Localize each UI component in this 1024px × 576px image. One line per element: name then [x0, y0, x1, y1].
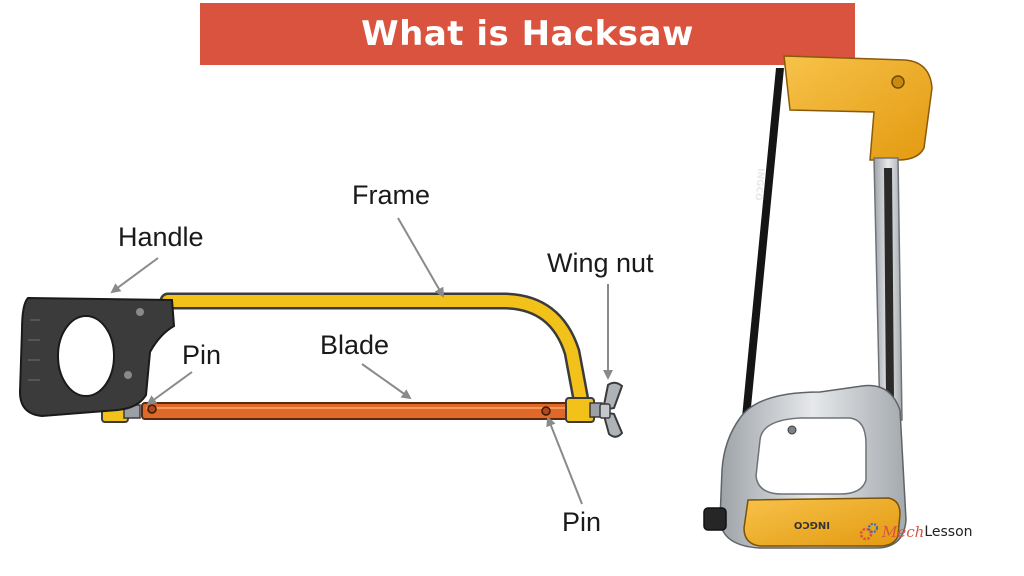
brand-prefix: Mech: [882, 523, 925, 541]
arrow-pin-left: [146, 371, 193, 406]
product-grip-brand: INGCO: [794, 519, 830, 530]
pin-left: [147, 404, 157, 414]
product-grip: [743, 497, 901, 547]
product-knob: [703, 507, 727, 531]
label-frame: Frame: [352, 180, 431, 210]
label-handle: Handle: [118, 222, 204, 252]
pin-right: [541, 406, 551, 416]
label-pin-bottom: Pin: [562, 507, 602, 537]
label-wing-nut: Wing nut: [547, 248, 654, 278]
page-title: What is Hacksaw: [361, 14, 694, 54]
product-hacksaw: INGCO INGCO: [703, 55, 933, 549]
title-banner: What is Hacksaw: [200, 3, 855, 65]
front-blade-holder: [565, 397, 603, 423]
arrow-pin-bottom: [546, 416, 583, 505]
wing-nut: [599, 381, 624, 438]
brand-suffix: Lesson: [924, 524, 973, 540]
arrow-frame: [397, 217, 444, 298]
product-top-bracket: [783, 55, 933, 161]
label-blade: Blade: [320, 330, 390, 360]
arrow-blade: [361, 363, 412, 400]
brand-logo: Mech Lesson: [858, 521, 973, 543]
label-pin-left: Pin: [182, 340, 222, 370]
leader-arrows: [110, 217, 613, 505]
gear-icon: [859, 522, 879, 541]
saw-blade: [141, 402, 571, 420]
arrow-handle: [110, 257, 159, 294]
product-blade-brand: INGCO: [752, 168, 765, 202]
saw-frame: [159, 292, 592, 420]
product-blade: [740, 68, 784, 438]
saw-handle: [18, 296, 176, 418]
